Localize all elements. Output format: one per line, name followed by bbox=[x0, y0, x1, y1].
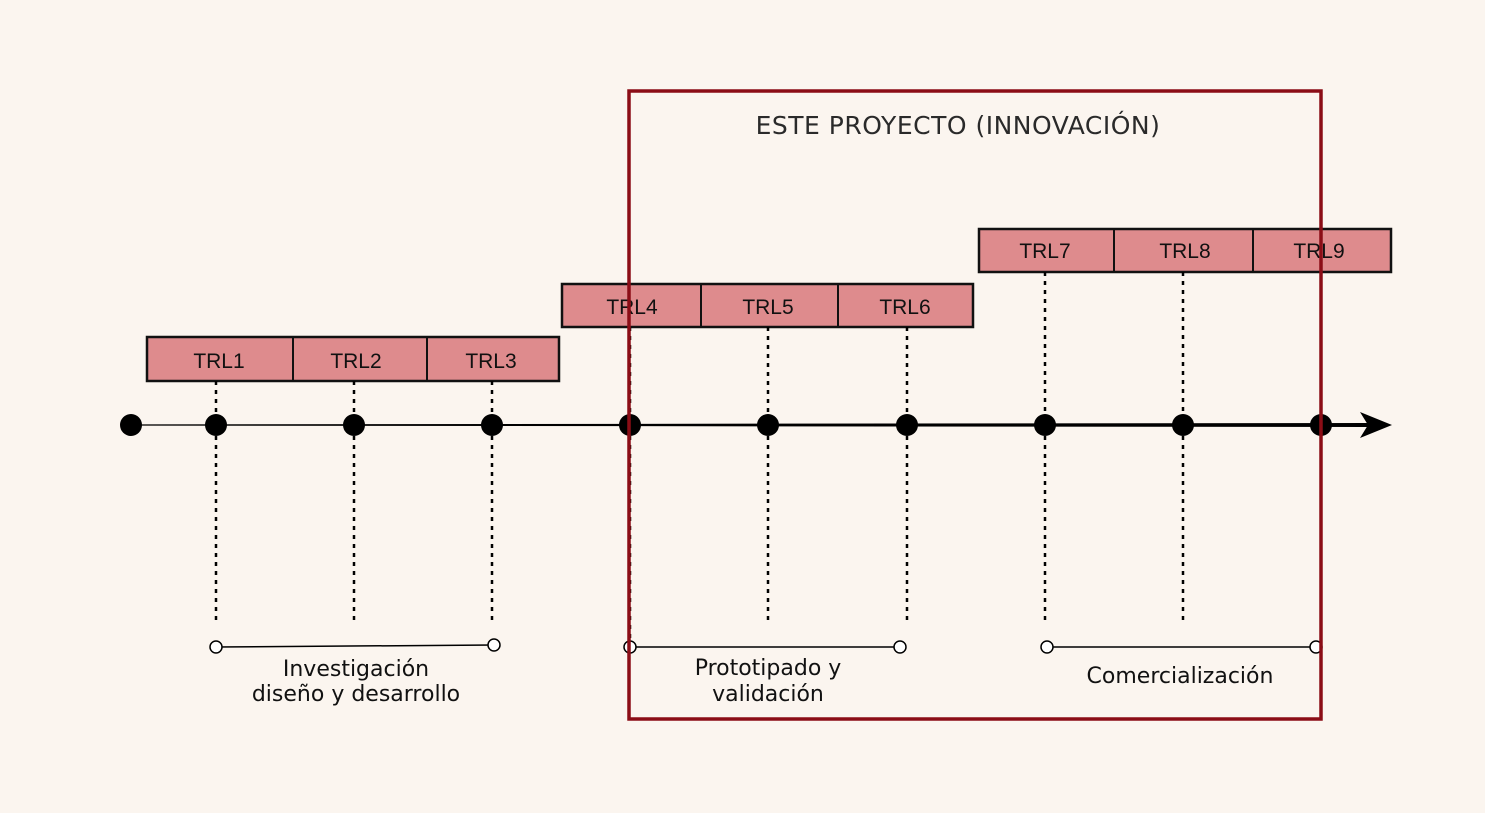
timeline-point-trl3 bbox=[481, 414, 503, 436]
timeline-point-trl7 bbox=[1034, 414, 1056, 436]
timeline-point-trl6 bbox=[896, 414, 918, 436]
trl-label: TRL4 bbox=[606, 296, 658, 319]
trl-label: TRL6 bbox=[879, 296, 930, 319]
trl-label: TRL8 bbox=[1159, 240, 1210, 263]
timeline-start-point bbox=[120, 414, 142, 436]
timeline-point-trl5 bbox=[757, 414, 779, 436]
phase-label-commercialization: Comercialización bbox=[1087, 664, 1274, 689]
phase-bracket-commercialization bbox=[1040, 640, 1323, 654]
trl-group-3: TRL7 TRL8 TRL9 bbox=[977, 227, 1393, 274]
trl-label: TRL3 bbox=[465, 350, 516, 373]
trl-group-1: TRL1 TRL2 TRL3 bbox=[145, 335, 561, 383]
project-title: ESTE PROYECTO (INNOVACIÓN) bbox=[756, 110, 1161, 140]
trl-label: TRL1 bbox=[193, 350, 244, 373]
trl-label: TRL9 bbox=[1293, 240, 1344, 263]
phase-label-prototyping-line1: Prototipado y bbox=[695, 656, 842, 681]
trl-label: TRL2 bbox=[330, 350, 381, 373]
phase-label-research-line2: diseño y desarrollo bbox=[252, 682, 460, 707]
phase-label-research-line1: Investigación bbox=[283, 657, 429, 682]
trl-label: TRL5 bbox=[742, 296, 793, 319]
trl-label: TRL7 bbox=[1019, 240, 1070, 263]
timeline-axis bbox=[130, 423, 1368, 427]
timeline-point-trl2 bbox=[343, 414, 365, 436]
project-frame bbox=[627, 89, 1323, 721]
timeline-point-trl1 bbox=[205, 414, 227, 436]
phase-bracket-research bbox=[209, 638, 501, 654]
timeline-point-trl8 bbox=[1172, 414, 1194, 436]
trl-group-2: TRL4 TRL5 TRL6 bbox=[560, 282, 975, 329]
lower-dotted-connectors bbox=[214, 436, 1323, 640]
timeline-arrowhead bbox=[1360, 412, 1392, 438]
phase-label-prototyping-line2: validación bbox=[712, 682, 824, 707]
timeline-points bbox=[205, 414, 1332, 436]
phase-bracket-prototyping bbox=[623, 640, 907, 654]
